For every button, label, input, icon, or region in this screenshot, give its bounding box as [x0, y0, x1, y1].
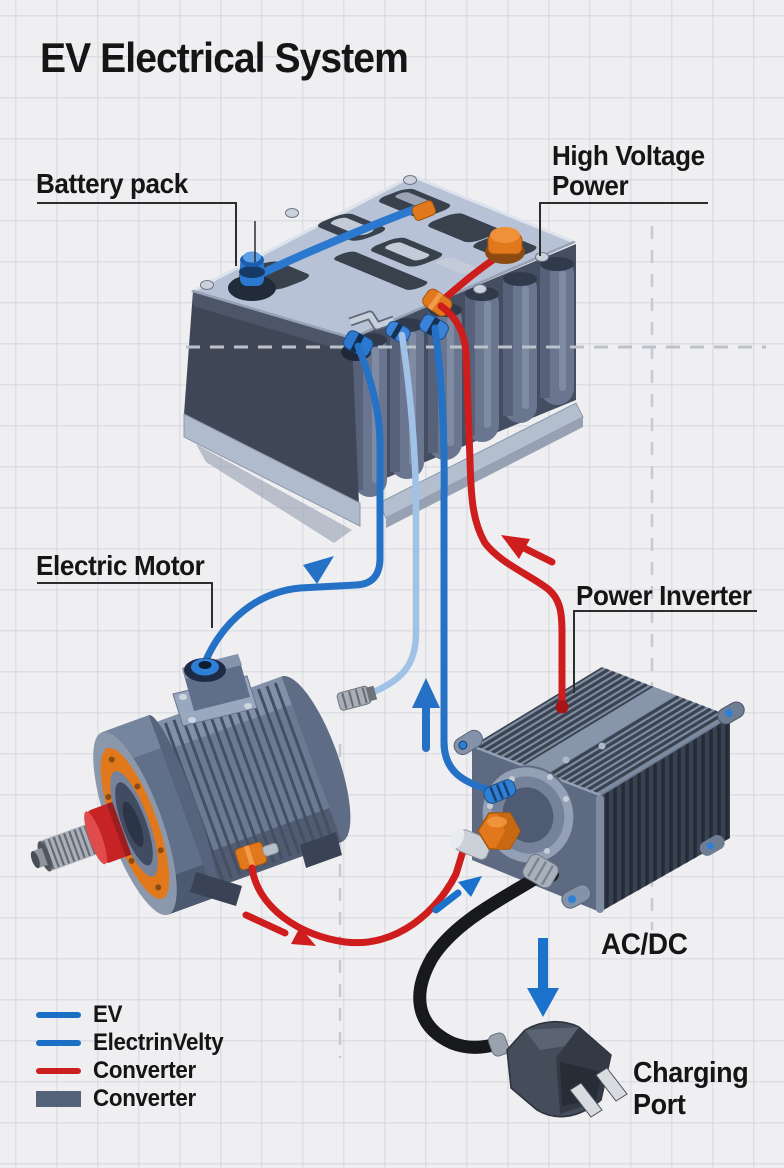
leader-lines: [37, 202, 757, 693]
label-power-inverter: Power Inverter: [576, 580, 752, 611]
blue-up-arrow-icon: [412, 678, 440, 752]
inverter-wires: [248, 302, 566, 947]
plug-prongs: [569, 1067, 628, 1118]
battery-blue-terminal: [228, 251, 276, 301]
battery-screws: [200, 175, 549, 294]
legend-item-converter-gray: Converter: [36, 1085, 233, 1113]
legend-swatch-blue-line-icon: [36, 1040, 81, 1046]
red-up-left-arrow-icon: [501, 535, 556, 566]
red-down-right-arrow-icon: [242, 911, 316, 946]
label-charging-port: Charging Port: [633, 1057, 749, 1121]
legend-swatch-blue-line-icon: [36, 1012, 81, 1018]
red-wire-endcap: [555, 700, 569, 714]
label-battery-pack: Battery pack: [36, 168, 188, 199]
charging-plug-illustration: [488, 1021, 628, 1118]
legend-item-converter-red: Converter: [36, 1057, 233, 1085]
wire-red-motor-to-inverter: [248, 847, 467, 947]
electric-motor-illustration: [30, 654, 378, 916]
battery-cells: [353, 257, 574, 497]
inverter-tabs: [453, 701, 745, 909]
legend-item-ev: EV: [36, 1001, 233, 1029]
motor-terminal-box: [172, 654, 258, 727]
wire-red-battery-to-inverter: [437, 302, 566, 707]
motor-right-shaft: [336, 685, 378, 711]
charging-cable: [413, 871, 543, 1054]
label-electric-motor: Electric Motor: [36, 550, 205, 581]
label-high-voltage-power: High Voltage Power: [552, 140, 705, 201]
legend-swatch-gray-rect-icon: [36, 1091, 81, 1107]
legend-swatch-red-line-icon: [36, 1068, 81, 1074]
blue-down-arrow-icon: [527, 938, 559, 1017]
blue-up-right-arrow-small-icon: [432, 876, 482, 914]
inverter-connectors: [450, 779, 521, 860]
battery-orange-terminal: [485, 227, 525, 264]
blue-up-right-arrow-icon: [303, 556, 334, 584]
wire-battery-to-motor: [202, 342, 384, 664]
page-title: EV Electrical System: [40, 34, 409, 81]
legend: EV ElectrinVelty Converter Converter: [36, 1001, 233, 1113]
label-ac-dc: AC/DC: [601, 928, 688, 961]
legend-item-electricity: ElectrinVelty: [36, 1029, 233, 1057]
